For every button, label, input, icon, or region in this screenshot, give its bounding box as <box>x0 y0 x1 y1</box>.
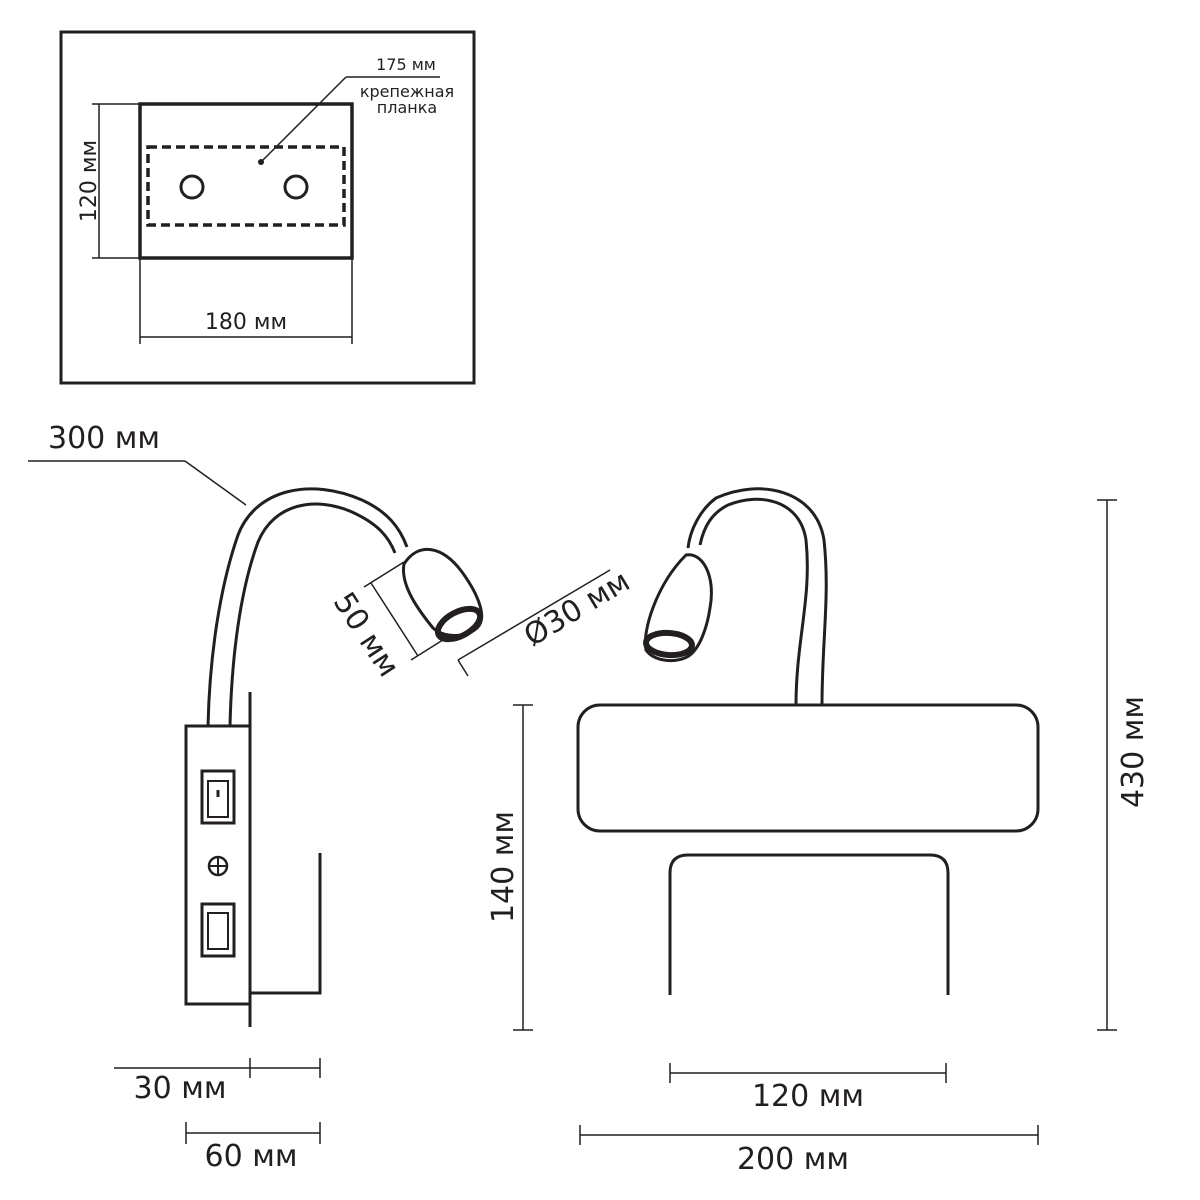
usb-port-inner <box>207 912 229 950</box>
mounting-hole-left <box>179 174 205 200</box>
arm-length-label: 300 мм <box>48 421 160 456</box>
bracket-name-line1: крепежная <box>360 82 454 101</box>
window-width-label: 120 мм <box>752 1079 864 1114</box>
plate-height-label: 120 мм <box>77 140 102 222</box>
bracket-name-line2: планка <box>377 98 437 117</box>
total-height-label: 430 мм <box>1116 696 1151 808</box>
mount-view-frame <box>59 30 476 385</box>
mount-plate-outline <box>138 102 354 260</box>
side-view: 300 мм 50 мм Ø30 мм 30 мм <box>28 421 636 1174</box>
front-light-window <box>668 853 950 995</box>
total-depth-label: 60 мм <box>205 1139 298 1174</box>
bracket-callout-leader <box>261 76 347 162</box>
usb-port-icon[interactable] <box>200 902 236 958</box>
mounting-bracket <box>146 145 346 227</box>
mount-plate-view: 120 мм 180 мм 175 мм крепежная планка <box>59 30 476 385</box>
head-diameter-tick <box>457 659 469 677</box>
flexible-arm <box>206 487 409 727</box>
body-width-label: 200 мм <box>737 1142 849 1177</box>
head-length-label: 50 мм <box>326 586 406 683</box>
front-lamp-head <box>643 553 713 663</box>
power-switch-rocker <box>207 780 229 818</box>
front-base-body <box>576 703 1040 833</box>
lamp-lens <box>434 605 484 643</box>
mounting-hole-right <box>283 174 309 200</box>
head-length-ext-bottom <box>410 637 447 661</box>
plate-width-label: 180 мм <box>205 310 287 335</box>
power-switch[interactable] <box>200 769 236 825</box>
front-flexible-arm <box>686 487 828 706</box>
front-lamp-lens <box>643 629 695 659</box>
head-diameter-dim-line <box>457 569 611 661</box>
bracket-width-label: 175 мм <box>376 55 436 74</box>
arm-leader <box>184 460 247 506</box>
depth-label: 30 мм <box>134 1071 227 1106</box>
body-height-label: 140 мм <box>486 811 521 923</box>
head-diameter-label: Ø30 мм <box>518 564 636 654</box>
phone-shelf <box>250 853 322 995</box>
head-length-dim-line <box>370 582 419 657</box>
bracket-callout-dot <box>258 159 264 165</box>
head-length-ext-top <box>363 561 405 588</box>
front-view: 430 мм 140 мм 120 мм 200 мм <box>486 487 1151 1177</box>
